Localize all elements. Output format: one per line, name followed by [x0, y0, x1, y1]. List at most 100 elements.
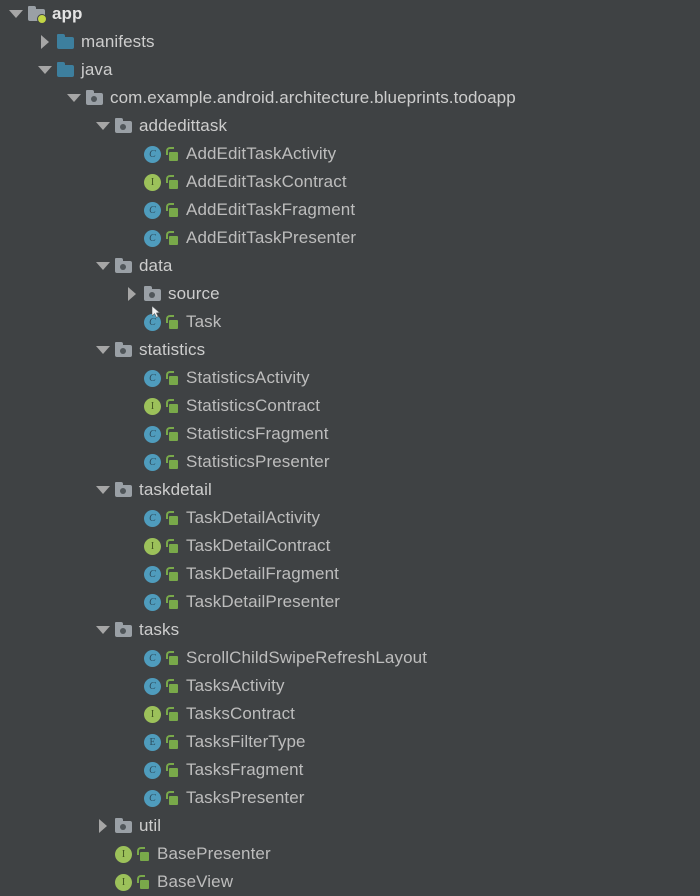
tree-row-label: StatisticsFragment — [186, 424, 329, 443]
toggle-spacer — [122, 588, 144, 616]
public-unlock-icon — [166, 595, 178, 609]
interface-icon: I — [144, 705, 161, 723]
public-unlock-icon — [166, 455, 178, 469]
class-icon: C — [144, 313, 161, 331]
chevron-down-icon[interactable] — [93, 616, 115, 644]
class-icon: C — [144, 565, 161, 583]
chevron-down-icon[interactable] — [35, 56, 57, 84]
tree-row[interactable]: tasks — [0, 616, 700, 644]
tree-row[interactable]: I AddEditTaskContract — [0, 168, 700, 196]
interface-icon: I — [115, 873, 132, 891]
toggle-spacer — [122, 700, 144, 728]
tree-row[interactable]: data — [0, 252, 700, 280]
package-folder-icon — [144, 286, 162, 302]
tree-row-label: TasksContract — [186, 704, 296, 723]
tree-row[interactable]: taskdetail — [0, 476, 700, 504]
tree-row[interactable]: I TasksContract — [0, 700, 700, 728]
class-icon: C — [144, 677, 161, 695]
toggle-spacer — [122, 672, 144, 700]
chevron-down-icon[interactable] — [64, 84, 86, 112]
class-icon: C — [144, 761, 161, 779]
toggle-spacer — [122, 504, 144, 532]
public-unlock-icon — [166, 791, 178, 805]
tree-row[interactable]: statistics — [0, 336, 700, 364]
tree-row[interactable]: com.example.android.architecture.bluepri… — [0, 84, 700, 112]
blue-folder-icon — [57, 34, 75, 50]
package-folder-icon — [115, 482, 133, 498]
toggle-spacer — [122, 168, 144, 196]
tree-row[interactable]: manifests — [0, 28, 700, 56]
tree-row-label: AddEditTaskContract — [186, 172, 347, 191]
tree-row-label: ScrollChildSwipeRefreshLayout — [186, 648, 428, 667]
tree-row-label: taskdetail — [139, 480, 212, 499]
tree-row-label: AddEditTaskPresenter — [186, 228, 357, 247]
tree-row[interactable]: C StatisticsPresenter — [0, 448, 700, 476]
public-unlock-icon — [166, 763, 178, 777]
tree-row-label: AddEditTaskActivity — [186, 144, 337, 163]
tree-row-label: addedittask — [139, 116, 228, 135]
tree-row-label: manifests — [81, 32, 155, 51]
public-unlock-icon — [166, 147, 178, 161]
chevron-down-icon[interactable] — [93, 112, 115, 140]
chevron-right-icon[interactable] — [93, 812, 115, 840]
chevron-right-icon[interactable] — [35, 28, 57, 56]
class-icon: C — [144, 425, 161, 443]
class-icon: C — [144, 593, 161, 611]
class-icon: C — [144, 453, 161, 471]
tree-row[interactable]: C TaskDetailFragment — [0, 560, 700, 588]
chevron-down-icon[interactable] — [6, 0, 28, 28]
tree-row[interactable]: app — [0, 0, 700, 28]
tree-row-label: StatisticsContract — [186, 396, 321, 415]
chevron-down-icon[interactable] — [93, 336, 115, 364]
public-unlock-icon — [166, 231, 178, 245]
public-unlock-icon — [166, 651, 178, 665]
tree-row[interactable]: java — [0, 56, 700, 84]
tree-row[interactable]: util — [0, 812, 700, 840]
chevron-right-icon[interactable] — [122, 280, 144, 308]
tree-row[interactable]: C TasksActivity — [0, 672, 700, 700]
tree-row-label: java — [81, 60, 113, 79]
toggle-spacer — [122, 532, 144, 560]
tree-row-label: TasksPresenter — [186, 788, 305, 807]
class-icon: C — [144, 509, 161, 527]
tree-row-label: TaskDetailContract — [186, 536, 331, 555]
public-unlock-icon — [166, 371, 178, 385]
tree-row-label: StatisticsPresenter — [186, 452, 330, 471]
toggle-spacer — [122, 420, 144, 448]
interface-icon: I — [115, 845, 132, 863]
tree-row-label: tasks — [139, 620, 180, 639]
blue-folder-icon — [57, 62, 75, 78]
class-icon: C — [144, 369, 161, 387]
tree-row[interactable]: addedittask — [0, 112, 700, 140]
tree-row-label: TaskDetailFragment — [186, 564, 339, 583]
chevron-down-icon[interactable] — [93, 252, 115, 280]
tree-row-label: source — [168, 284, 220, 303]
public-unlock-icon — [166, 175, 178, 189]
tree-row[interactable]: C StatisticsFragment — [0, 420, 700, 448]
interface-icon: I — [144, 173, 161, 191]
tree-row-label: com.example.android.architecture.bluepri… — [110, 88, 516, 107]
toggle-spacer — [122, 728, 144, 756]
toggle-spacer — [122, 196, 144, 224]
tree-row[interactable]: source — [0, 280, 700, 308]
tree-row-label: TasksActivity — [186, 676, 285, 695]
chevron-down-icon[interactable] — [93, 476, 115, 504]
package-folder-icon — [86, 90, 104, 106]
public-unlock-icon — [166, 399, 178, 413]
